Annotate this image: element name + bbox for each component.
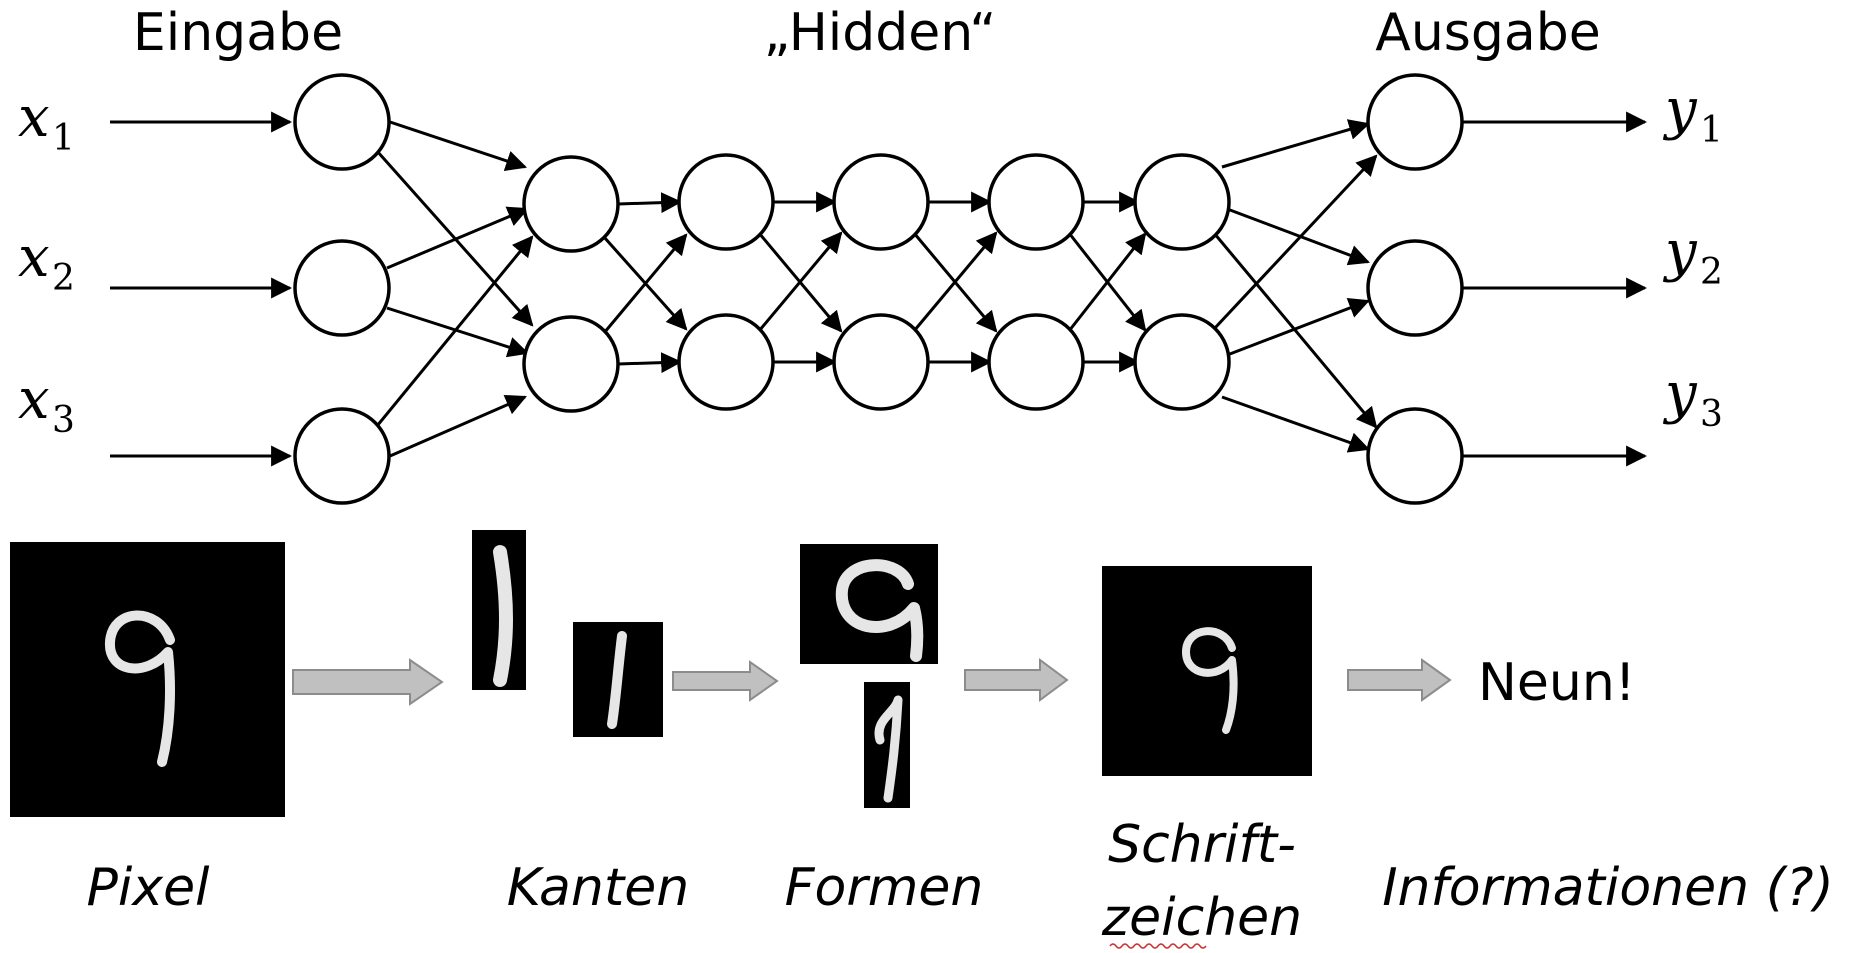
input-variable-3: x 3 [18,367,75,441]
pixel-image-background [10,542,285,817]
input-node [293,239,391,337]
input-node [293,73,391,171]
digit-nine-glyph [1182,627,1238,734]
input-var-subscript: 2 [52,258,75,299]
input-var-subscript: 1 [52,118,75,159]
hidden-node [677,153,775,251]
connection-arrow [912,231,998,332]
caption-kanten: Kanten [507,858,689,918]
hidden-node [1133,313,1231,411]
pipeline-arrow [1347,658,1452,702]
shape-feature-images [800,544,938,808]
input-var-symbol: x [18,367,50,432]
pipeline-arrow [292,658,444,706]
hidden-node [522,315,620,413]
output-variable-3: y 3 [1662,361,1723,435]
pixel-image [10,542,285,817]
input-variable-1: x 1 [18,85,75,159]
input-layer-label: Eingabe [133,3,343,63]
output-var-symbol: y [1662,361,1698,426]
input-var-symbol: x [18,85,50,150]
network-connections [110,111,1648,467]
output-node [1366,73,1464,171]
hidden-node [522,155,620,253]
connection-arrow [617,352,683,374]
connection-arrow [1221,395,1370,453]
output-var-symbol: y [1662,77,1698,142]
caption-informationen: Informationen (?) [1382,858,1834,918]
connection-arrow [386,206,529,270]
shape-stroke [835,559,924,662]
output-var-symbol: y [1662,219,1698,284]
connection-arrow [602,233,688,334]
input-layer [293,73,391,505]
input-node [293,407,391,505]
connection-arrow [1067,232,1147,332]
connection-arrow [617,192,683,214]
hidden-layer-label: „Hidden“ [764,3,997,63]
shape-stroke [874,695,903,803]
hidden-node [1133,153,1231,251]
character-image [1102,566,1312,776]
output-var-subscript: 1 [1700,110,1723,151]
hidden-layers [522,153,1231,413]
spellcheck-underline [1109,943,1207,949]
caption-schriftzeichen-line2: zeichen [1101,888,1302,948]
result-text: Neun! [1478,653,1636,713]
hidden-node [987,313,1085,411]
connection-arrow [389,120,527,171]
digit-nine-glyph [105,610,175,767]
input-var-symbol: x [18,225,50,290]
input-var-subscript: 3 [52,400,75,441]
edge-stroke [607,631,627,729]
output-var-subscript: 2 [1700,252,1723,293]
output-node [1366,239,1464,337]
caption-formen: Formen [785,858,984,918]
output-variable-2: y 2 [1662,219,1723,293]
caption-pixel: Pixel [86,858,210,918]
connection-arrow [389,394,527,458]
connection-arrow [375,235,534,427]
connection-arrow [757,231,843,332]
hidden-node [832,313,930,411]
connection-arrow [1212,154,1378,331]
output-node [1366,407,1464,505]
output-layer [1366,73,1464,505]
connection-arrow [1221,297,1370,359]
input-variable-2: x 2 [18,225,75,299]
caption-schriftzeichen-line1: Schrift- [1108,815,1296,875]
connection-arrow [1221,205,1370,266]
edge-stroke [493,545,513,687]
output-layer-label: Ausgabe [1375,3,1601,63]
output-var-subscript: 3 [1700,394,1723,435]
hidden-node [832,153,930,251]
hidden-node [677,313,775,411]
pipeline-arrow [964,658,1069,702]
pipeline-arrow [672,660,779,702]
edge-feature-images [472,530,663,737]
hidden-node [987,153,1085,251]
connection-arrow [1221,119,1371,169]
output-variable-1: y 1 [1662,77,1723,151]
